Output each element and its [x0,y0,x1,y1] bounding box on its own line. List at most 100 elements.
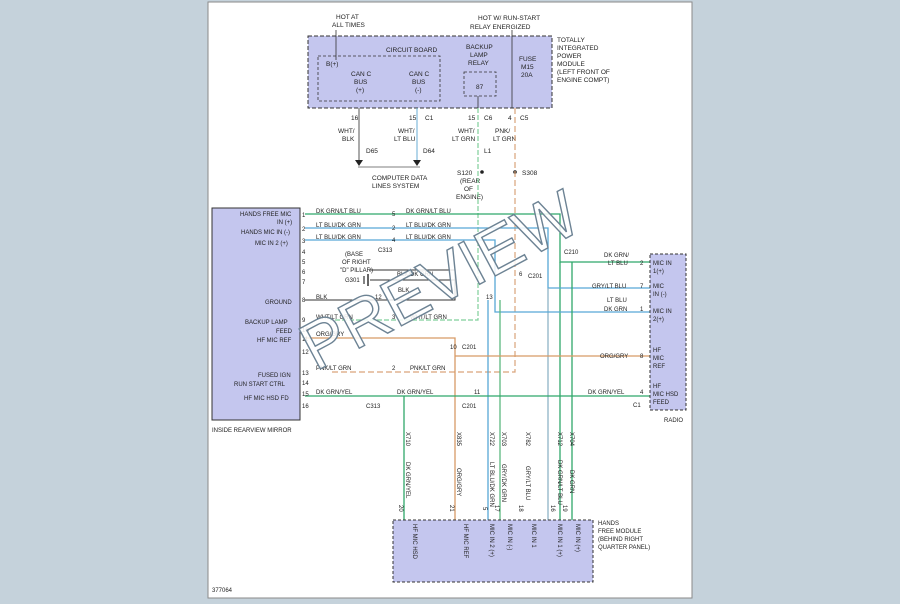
mirror-pin-13: 13 [302,371,309,377]
radio-label-10: MIC HSD [653,392,679,398]
base-note-1: (BASE [345,252,363,258]
mirror-pin-12: 12 [302,350,309,356]
wire-label-blk: BLK [316,295,327,301]
relay-box [463,71,497,97]
circuit-board-label: CIRCUIT BOARD [386,47,437,54]
wire-run-start [330,108,516,373]
hfm-pinlabel-5: MIC IN 1 (+) [556,524,562,557]
relay-label-3: RELAY [468,60,489,67]
mirror-label-2: HANDS MIC IN (-) [241,230,290,236]
mirror-label-5: BACKUP LAMP [245,320,288,326]
wire-label-w2: LT BLU/DK GRN [316,223,361,229]
radio-pin-4: 4 [640,390,644,396]
system-2: LINES SYSTEM [372,183,419,190]
can-plus-2: BUS [354,79,368,86]
wire-label-w3: LT BLU/DK GRN [316,235,361,241]
mirror-pin-3: 3 [302,239,306,245]
tipm-name-1: TOTALLY [557,37,585,44]
tipm-name-5: (LEFT FRONT OF [557,69,610,76]
mirror-pin-14: 14 [302,381,309,387]
wire-label-pnk-ltgrn: PNK/LT GRN [316,366,351,372]
wire-backup-lamp [330,108,479,321]
tipm-pin-15: 15 [409,115,417,122]
mirror-pin-15: 15 [302,392,309,398]
system-1: COMPUTER DATA [372,175,428,182]
hfm-pinlabel-6: MIC IN (+) [574,524,580,552]
wire-label-w2r: LT BLU/DK GRN [406,223,451,229]
arrow-d64 [413,160,421,166]
conn-c313b: C313 [366,404,381,410]
can-plus-3: (+) [356,87,364,94]
wire-label-w1: DK GRN/LT BLU [316,209,361,215]
d64-label: D64 [423,148,435,155]
wire-label-dkgrn-yel: DK GRN/YEL [316,390,353,396]
hfm-color-2: LT BLU/DK GRN [488,462,494,507]
wire-labels: DK GRN/LT BLU LT BLU/DK GRN LT BLU/DK GR… [316,209,579,410]
pin-num-9: 11 [474,390,481,396]
hfm-code-5: X712 [556,432,562,447]
wire2-l1: WHT/ [398,128,415,135]
hot-at-all-times-1: HOT AT [336,14,359,21]
tipm-conn-c6: C6 [484,115,493,122]
fuse-3: 20A [521,72,533,79]
mirror-pin-2: 2 [302,227,306,233]
mirror-pin-16: 16 [302,404,309,410]
hfm-code-6: X704 [568,432,574,447]
pin-num-3: 12 [375,295,382,301]
radio-wire-4: DK GRN [604,307,627,313]
hfm-code-4: X782 [524,432,530,447]
s120-4: ENGINE) [456,194,483,201]
mirror-label-8: FUSED IGN [258,373,291,379]
hfm-pinlabel-4: MIC IN 1 [530,524,536,548]
base-note-3: "D" PILLAR) [340,268,373,274]
radio-module: DK GRN/ LT BLU GRY/LT BLU LT BLU DK GRN … [588,253,687,424]
mirror-label-4: GROUND [265,300,292,306]
mirror-label-10: HF MIC HSD FD [244,396,289,402]
g301-label: G301 [345,278,360,284]
conn-c313: C313 [378,248,393,254]
hfm-name-2: (BEHIND RIGHT [598,537,643,543]
wire-label-wht-ltgrn: WHT/LT GRN [316,315,353,321]
tipm-name-6: ENGINE COMPT) [557,77,609,84]
inside-rearview-mirror: HANDS FREE MIC IN (+) HANDS MIC IN (-) M… [211,207,373,434]
radio-pin-2: 1 [640,307,644,313]
radio-wire-6: DK GRN/YEL [588,390,625,396]
data-lines-section: WHT/ BLK WHT/ LT BLU WHT/ LT GRN PNK/ LT… [338,108,538,201]
d65-label: D65 [366,148,378,155]
radio-box [649,253,687,411]
s308-label: S308 [522,170,538,177]
figure-number: 377064 [212,588,233,594]
wire3-l2: LT GRN [452,136,476,143]
hfm-pinlabel-1: HF MIC REF [462,524,468,559]
radio-pin-5: C1 [633,403,641,409]
s120-2: (REAR [460,178,481,185]
hfm-code-3: X703 [500,432,506,447]
wire1-l2: BLK [342,136,355,143]
relay-pin: 87 [476,84,484,91]
conn-c201: C201 [528,274,543,280]
pin-num-0: 5 [392,212,396,218]
hfm-name-3: QUARTER PANEL) [598,545,650,551]
relay-label-1: BACKUP [466,44,493,51]
hfm-color-4: GRY/LT BLU [524,466,530,500]
hfm-code-0: X710 [404,432,410,447]
hfm-pin-3: 17 [493,505,499,512]
base-note-2: OF RIGHT [342,260,371,266]
radio-label-7: MIC [653,356,665,362]
mirror-pin-9: 9 [302,318,306,324]
mirror-label-0: HANDS FREE MIC [240,212,292,218]
mirror-pin-6: 6 [302,270,306,276]
hfm-color-3: GRY/DK GRN [500,464,506,502]
hfm-pinlabel-3: MIC IN (-) [506,524,512,550]
mirror-pin-1: 1 [302,213,306,219]
tipm-name-2: INTEGRATED [557,45,599,52]
hfm-color-1: ORG/GRY [455,468,461,496]
conn-c210: C210 [564,250,579,256]
wire-label-blk-dkgrn: BLK/DK GRN [397,272,433,278]
wire-label-dkgrn-yel2: DK GRN/YEL [397,390,434,396]
radio-wire-2: GRY/LT BLU [592,284,626,290]
hot-run-start-2: RELAY ENERGIZED [470,24,531,31]
mirror-name: INSIDE REARVIEW MIRROR [212,428,292,434]
tipm-pin-15b: 15 [468,115,476,122]
